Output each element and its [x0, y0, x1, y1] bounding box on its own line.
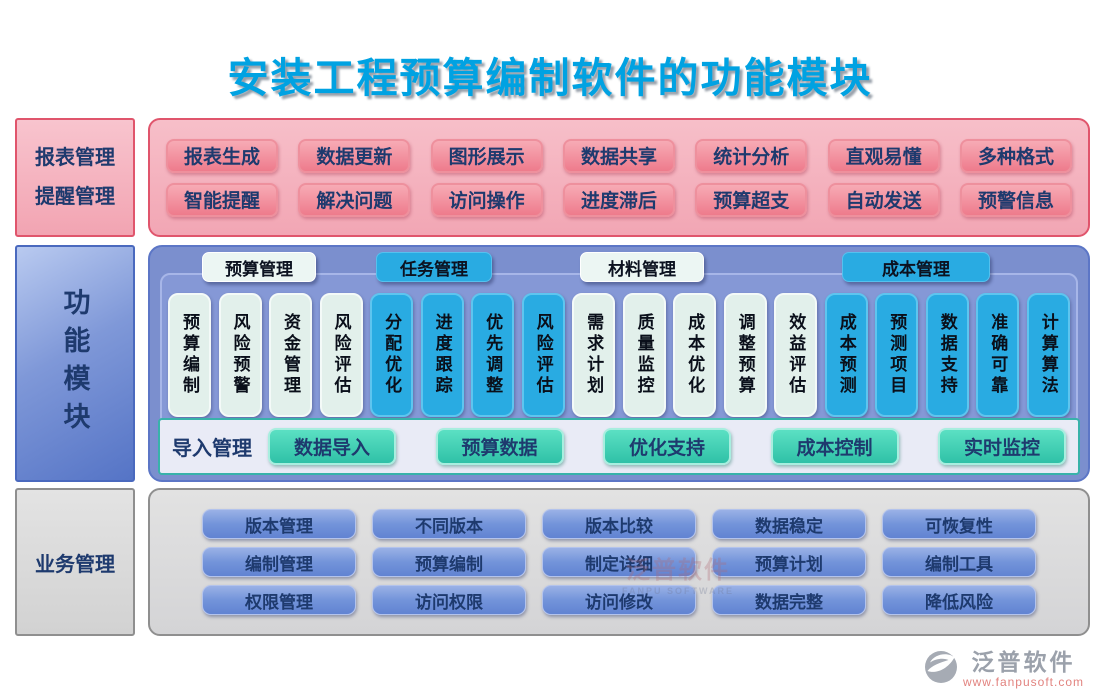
report-feature-box: 预警信息: [959, 182, 1072, 217]
import-feature-box: 优化支持: [603, 428, 731, 465]
import-feature-box: 数据导入: [268, 428, 396, 465]
function-module-box: 效益评估: [774, 293, 818, 417]
report-section-panel: 报表生成数据更新图形展示数据共享统计分析直观易懂多种格式 智能提醒解决问题访问操…: [148, 118, 1090, 237]
function-module-box: 质量监控: [622, 293, 666, 417]
function-module-box: 风险评估: [521, 293, 565, 417]
function-module-label: 预算编制: [180, 313, 199, 397]
business-section-panel: 版本管理不同版本版本比较数据稳定可恢复性 编制管理预算编制制定详细预算计划编制工…: [148, 488, 1090, 636]
report-feature-box: 解决问题: [298, 182, 411, 217]
function-label-text: 功能模块: [59, 287, 90, 440]
business-feature-box: 降低风险: [882, 585, 1036, 615]
business-feature-box: 制定详细: [542, 547, 696, 577]
function-module-label: 调整预算: [735, 313, 755, 397]
report-feature-box: 统计分析: [695, 138, 808, 173]
function-module-label: 成本预测: [836, 313, 856, 397]
report-feature-box: 智能提醒: [166, 182, 278, 217]
function-module-label: 风险评估: [533, 313, 553, 397]
import-feature-box: 实时监控: [938, 428, 1066, 465]
function-module-label: 进度跟踪: [432, 313, 452, 397]
fanpu-logo-url: www.fanpusoft.com: [962, 675, 1084, 689]
business-button-row: 编制管理预算编制制定详细预算计划编制工具: [202, 547, 1036, 577]
report-feature-box: 多种格式: [959, 138, 1072, 173]
business-feature-box: 编制管理: [202, 547, 356, 577]
import-buttons: 数据导入 预算数据 优化支持 成本控制 实时监控: [268, 428, 1066, 465]
business-feature-box: 编制工具: [882, 547, 1036, 577]
business-feature-box: 数据完整: [712, 585, 866, 615]
function-module-label: 成本优化: [685, 313, 705, 397]
report-button-row: 智能提醒解决问题访问操作进度滞后预算超支自动发送预警信息: [166, 182, 1072, 217]
business-feature-box: 数据稳定: [712, 509, 866, 539]
report-feature-box: 直观易懂: [827, 138, 940, 173]
function-module-label: 风险评估: [331, 313, 351, 397]
report-feature-box: 数据更新: [298, 138, 411, 173]
function-tabs: 预算管理 任务管理 材料管理 成本管理: [150, 247, 1088, 480]
function-tab: 预算管理: [202, 252, 316, 282]
function-module-label: 资金管理: [281, 313, 301, 397]
function-modules-section-label: 功能模块: [15, 245, 135, 482]
business-feature-box: 预算计划: [712, 547, 866, 577]
report-label-line1: 报表管理: [35, 146, 115, 169]
fanpu-logo-icon: [924, 650, 958, 689]
business-section-label: 业务管理: [15, 488, 135, 636]
business-feature-box: 权限管理: [202, 585, 356, 615]
function-tab: 成本管理: [842, 252, 990, 282]
function-module-box: 数据支持: [925, 293, 969, 417]
function-module-columns: 预算编制 风险预警 资金管理 风险评估 分配优化 进度跟踪 优先调整 风险评估 …: [168, 293, 1070, 417]
report-feature-box: 报表生成: [166, 138, 278, 173]
function-section-panel: 预算管理 任务管理 材料管理 成本管理 预算编制 风险预警 资金管理 风险评估 分配优…: [148, 245, 1090, 482]
fanpu-logo: 泛普软件 www.fanpusoft.com: [924, 650, 1084, 689]
business-button-row: 版本管理不同版本版本比较数据稳定可恢复性: [202, 509, 1036, 539]
report-feature-box: 访问操作: [430, 182, 543, 217]
function-module-label: 计算算法: [1038, 313, 1058, 397]
report-feature-box: 图形展示: [430, 138, 543, 173]
import-management-strip: 导入管理 数据导入 预算数据 优化支持 成本控制 实时监控: [158, 418, 1080, 475]
business-button-row: 权限管理访问权限访问修改数据完整降低风险: [202, 585, 1036, 615]
business-feature-box: 预算编制: [372, 547, 526, 577]
function-module-box: 预测项目: [875, 293, 919, 417]
report-feature-box: 数据共享: [562, 138, 675, 173]
function-module-label: 风险预警: [230, 313, 250, 397]
function-module-label: 预测项目: [887, 313, 907, 397]
function-module-label: 效益评估: [786, 313, 806, 397]
function-module-label: 需求计划: [584, 313, 604, 397]
report-feature-box: 自动发送: [827, 182, 940, 217]
function-module-label: 分配优化: [382, 313, 402, 397]
business-feature-box: 可恢复性: [882, 509, 1036, 539]
business-feature-box: 不同版本: [372, 509, 526, 539]
function-module-box: 进度跟踪: [420, 293, 464, 417]
import-feature-box: 预算数据: [435, 428, 564, 465]
business-feature-box: 版本比较: [542, 509, 696, 539]
function-module-box: 优先调整: [471, 293, 515, 417]
function-module-box: 风险评估: [319, 293, 363, 417]
report-button-row: 报表生成数据更新图形展示数据共享统计分析直观易懂多种格式: [166, 138, 1072, 173]
function-tab: 任务管理: [376, 252, 492, 282]
business-label-text: 业务管理: [35, 553, 115, 576]
function-module-label: 优先调整: [483, 313, 503, 397]
report-label-line2: 提醒管理: [35, 185, 115, 208]
function-module-label: 质量监控: [634, 313, 654, 397]
page-title: 安装工程预算编制软件的功能模块: [227, 55, 873, 101]
function-module-box: 成本优化: [673, 293, 717, 417]
function-module-label: 数据支持: [937, 313, 957, 397]
function-module-box: 分配优化: [370, 293, 414, 417]
function-module-box: 计算算法: [1026, 293, 1070, 417]
function-module-box: 调整预算: [723, 293, 767, 417]
business-feature-box: 版本管理: [202, 509, 356, 539]
function-tab: 材料管理: [580, 252, 704, 282]
function-module-label: 准确可靠: [988, 313, 1008, 397]
business-feature-box: 访问权限: [372, 585, 526, 615]
function-module-box: 资金管理: [269, 293, 313, 417]
function-module-box: 准确可靠: [976, 293, 1020, 417]
report-reminder-section-label: 报表管理 提醒管理: [15, 118, 135, 237]
function-module-box: 风险预警: [218, 293, 262, 417]
report-feature-box: 预算超支: [695, 182, 808, 217]
function-module-box: 成本预测: [824, 293, 868, 417]
function-module-box: 预算编制: [168, 293, 211, 417]
import-strip-label: 导入管理: [172, 438, 252, 460]
business-feature-box: 访问修改: [542, 585, 696, 615]
import-feature-box: 成本控制: [770, 428, 899, 465]
report-feature-box: 进度滞后: [562, 182, 675, 217]
function-module-box: 需求计划: [572, 293, 616, 417]
fanpu-logo-name: 泛普软件: [971, 649, 1076, 675]
